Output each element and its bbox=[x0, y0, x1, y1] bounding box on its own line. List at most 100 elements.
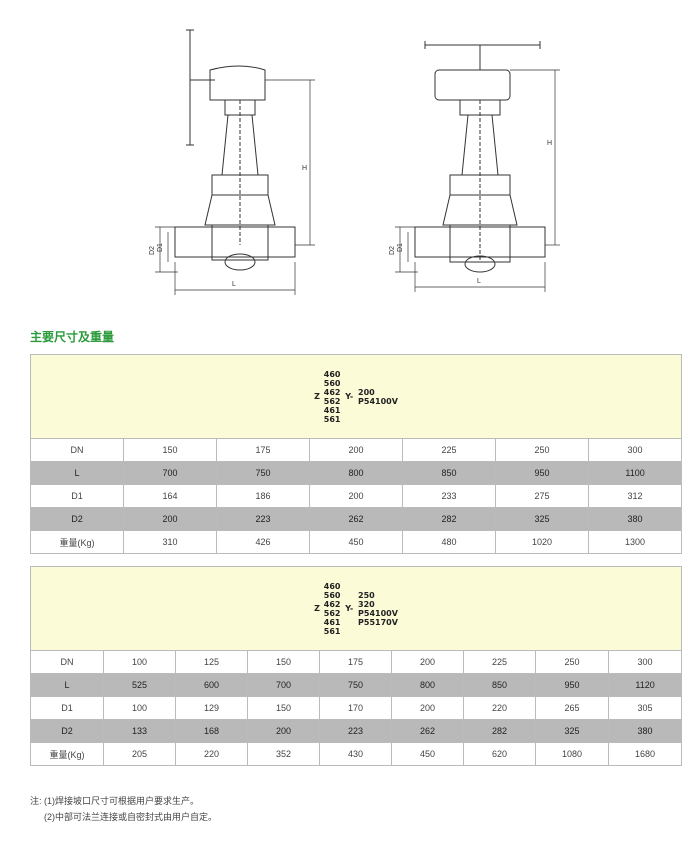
row-label: L bbox=[30, 673, 104, 697]
left-dim-l: L bbox=[232, 281, 236, 288]
cell: 200 bbox=[123, 507, 217, 531]
cell: 1100 bbox=[587, 461, 683, 485]
cell: 150 bbox=[247, 650, 320, 674]
model-code: 562 bbox=[323, 608, 341, 618]
row-label: DN bbox=[30, 650, 104, 674]
model-code: 561 bbox=[323, 414, 341, 424]
cell: 262 bbox=[391, 719, 464, 743]
row-label: 重量(Kg) bbox=[30, 742, 104, 766]
cell: 312 bbox=[587, 484, 683, 508]
table-row: D1 164 186 200 233 275 312 bbox=[30, 484, 683, 508]
model-z: Z bbox=[314, 392, 320, 401]
cell: 620 bbox=[463, 742, 536, 766]
cell: 200 bbox=[247, 719, 320, 743]
row-label: L bbox=[30, 461, 124, 485]
model-code: 461 bbox=[323, 617, 341, 627]
cell: 950 bbox=[535, 673, 609, 697]
row-label: D2 bbox=[30, 719, 104, 743]
notes: 注: (1)焊接坡口尺寸可根据用户要求生产。 (2)中部可法兰连接或自密封式由用… bbox=[30, 793, 217, 825]
right-dim-d1: D1 bbox=[397, 243, 404, 252]
cell: 220 bbox=[463, 696, 536, 720]
valve-drawing: H L D1 D2 H L D1 D2 bbox=[149, 29, 560, 295]
cell: 282 bbox=[463, 719, 536, 743]
cell: 1080 bbox=[535, 742, 609, 766]
cell: 129 bbox=[175, 696, 248, 720]
cell: 450 bbox=[391, 742, 464, 766]
model-header-1: Z 460 560 462 562 461 561 Y- 200 P54100V bbox=[29, 354, 683, 439]
cell: 1120 bbox=[607, 673, 683, 697]
cell: 170 bbox=[319, 696, 392, 720]
cell: 150 bbox=[247, 696, 320, 720]
table-row: L 525 600 700 750 800 850 950 1120 bbox=[30, 673, 683, 697]
section-title: 主要尺寸及重量 bbox=[30, 330, 115, 344]
cell: 430 bbox=[319, 742, 392, 766]
model-code: 560 bbox=[323, 378, 341, 388]
model-z: Z bbox=[314, 604, 320, 613]
cell: 168 bbox=[175, 719, 248, 743]
row-label: D1 bbox=[30, 484, 124, 508]
note-1: 注: (1)焊接坡口尺寸可根据用户要求生产。 bbox=[30, 796, 200, 806]
left-dim-d1: D1 bbox=[157, 243, 164, 252]
right-valve-drawing bbox=[395, 41, 560, 292]
cell: 426 bbox=[216, 530, 310, 554]
cell: 200 bbox=[391, 696, 464, 720]
cell: 325 bbox=[535, 719, 609, 743]
cell: 205 bbox=[103, 742, 176, 766]
right-dim-l: L bbox=[477, 278, 481, 285]
model-y: Y- bbox=[345, 604, 354, 613]
table-row: D1 100 129 150 170 200 220 265 305 bbox=[30, 696, 683, 720]
cell: 225 bbox=[463, 650, 536, 674]
model-pressure: 320 bbox=[358, 599, 375, 609]
cell: 175 bbox=[216, 438, 310, 462]
cell: 325 bbox=[495, 507, 589, 531]
cell: 352 bbox=[247, 742, 320, 766]
cell: 450 bbox=[309, 530, 403, 554]
cell: 310 bbox=[123, 530, 217, 554]
table-row: DN 150 175 200 225 250 300 bbox=[30, 438, 683, 462]
cell: 250 bbox=[535, 650, 609, 674]
model-y: Y- bbox=[345, 392, 354, 401]
cell: 133 bbox=[103, 719, 176, 743]
model-code: 460 bbox=[323, 581, 341, 591]
cell: 225 bbox=[402, 438, 496, 462]
model-code: 461 bbox=[323, 405, 341, 415]
cell: 100 bbox=[103, 650, 176, 674]
cell: 164 bbox=[123, 484, 217, 508]
cell: 250 bbox=[495, 438, 589, 462]
cell: 265 bbox=[535, 696, 609, 720]
table-row: 重量(Kg) 205 220 352 430 450 620 1080 1680 bbox=[30, 742, 683, 766]
cell: 1020 bbox=[495, 530, 589, 554]
cell: 700 bbox=[247, 673, 320, 697]
model-pressure: 200 bbox=[358, 387, 375, 397]
cell: 262 bbox=[309, 507, 403, 531]
table-row: L 700 750 800 850 950 1100 bbox=[30, 461, 683, 485]
cell: 750 bbox=[216, 461, 310, 485]
right-dim-d2: D2 bbox=[389, 246, 396, 255]
cell: 480 bbox=[402, 530, 496, 554]
cell: 850 bbox=[463, 673, 536, 697]
spec-table-1: Z 460 560 462 562 461 561 Y- 200 P54100V… bbox=[29, 354, 683, 554]
cell: 200 bbox=[309, 484, 403, 508]
table-row: D2 200 223 262 282 325 380 bbox=[30, 507, 683, 531]
cell: 282 bbox=[402, 507, 496, 531]
cell: 950 bbox=[495, 461, 589, 485]
table-row: 重量(Kg) 310 426 450 480 1020 1300 bbox=[30, 530, 683, 554]
cell: 175 bbox=[319, 650, 392, 674]
cell: 150 bbox=[123, 438, 217, 462]
cell: 800 bbox=[309, 461, 403, 485]
cell: 850 bbox=[402, 461, 496, 485]
table-row: D2 133 168 200 223 262 282 325 380 bbox=[30, 719, 683, 743]
cell: 525 bbox=[103, 673, 176, 697]
cell: 300 bbox=[587, 438, 683, 462]
model-pressure: P55170V bbox=[358, 617, 398, 627]
cell: 380 bbox=[587, 507, 683, 531]
cell: 800 bbox=[391, 673, 464, 697]
note-2: (2)中部可法兰连接或自密封式由用户自定。 bbox=[44, 812, 218, 822]
cell: 600 bbox=[175, 673, 248, 697]
row-label: D2 bbox=[30, 507, 124, 531]
cell: 125 bbox=[175, 650, 248, 674]
table-row: DN 100 125 150 175 200 225 250 300 bbox=[30, 650, 683, 674]
model-pressure: 250 bbox=[358, 590, 375, 600]
cell: 223 bbox=[216, 507, 310, 531]
cell: 700 bbox=[123, 461, 217, 485]
